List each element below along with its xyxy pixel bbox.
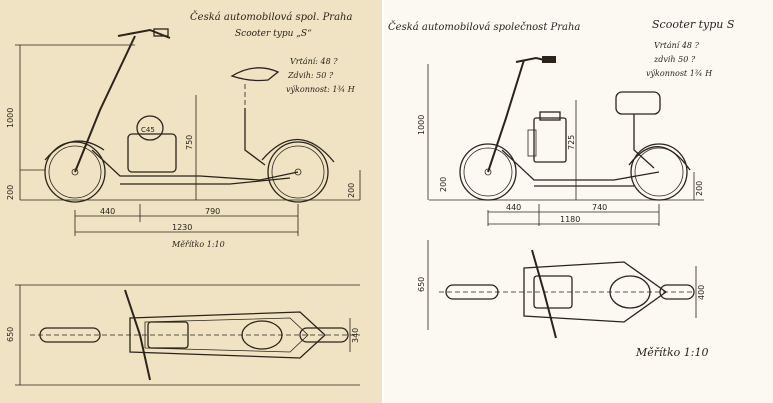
left-spec-stroke: Zdvih: 50 ? [287, 71, 334, 80]
left-title-line1: Česká automobilová spol. Praha [190, 11, 352, 23]
left-plan-handlebar [124, 289, 151, 381]
left-steering-column [74, 35, 136, 173]
right-scale-note: Měřítko 1:10 [635, 346, 708, 359]
left-dim-wheelbase: 1230 [172, 223, 192, 232]
left-handlebar [117, 28, 171, 39]
left-drawing-sheet: Česká automobilová spol. Praha Scooter t… [0, 0, 382, 403]
right-dim-rear: 740 [592, 203, 607, 212]
left-frame [91, 149, 299, 181]
left-plan-deck [129, 311, 326, 359]
left-engine-label: C45 [141, 126, 155, 134]
left-dim-ground-left: 200 [6, 185, 15, 200]
left-dim-front: 440 [100, 207, 115, 216]
right-seat-post [633, 114, 655, 169]
left-seat [230, 67, 280, 82]
left-dim-rear-width: 340 [351, 328, 360, 343]
right-dim-wheelbase: 1180 [560, 215, 580, 224]
left-front-wheel [44, 141, 106, 203]
left-spec-bore: Vrtání: 48 ? [290, 57, 338, 66]
right-drawing-sheet: Česká automobilová společnost Praha Scoo… [384, 0, 773, 403]
left-plan-seat [241, 320, 283, 350]
left-engine-block [127, 133, 177, 173]
right-plan-deck [523, 261, 668, 323]
left-rear-mudguard [261, 138, 335, 163]
left-dim-ground-right: 200 [347, 183, 356, 198]
left-scale-note: Měřítko 1:10 [171, 240, 225, 249]
right-front-wheel [459, 143, 517, 201]
right-dim-mid: 725 [567, 135, 576, 150]
right-rear-wheel [630, 143, 688, 201]
right-dim-front: 440 [506, 203, 521, 212]
right-model: Scooter typu S [652, 18, 735, 31]
left-plan-engine [147, 321, 189, 349]
left-spec-power: výkonnost: 1¾ H [286, 85, 356, 94]
right-dim-width: 650 [417, 277, 426, 292]
right-title: Česká automobilová společnost Praha [388, 21, 580, 33]
right-spec-bore: Vrtání 48 ? [654, 41, 700, 50]
left-technical-drawing: Česká automobilová spol. Praha Scooter t… [6, 11, 361, 386]
left-dim-width: 650 [6, 327, 15, 342]
left-fuel-tank [136, 115, 164, 141]
right-engine-block [533, 117, 567, 163]
right-dim-height-total: 1000 [417, 115, 426, 135]
right-spec-power: výkonnost 1¾ H [646, 69, 713, 78]
right-plan-seat [609, 275, 651, 309]
right-spec-stroke: zdvih 50 ? [653, 55, 696, 64]
right-dim-ground-right: 200 [695, 181, 704, 196]
right-technical-drawing: Česká automobilová společnost Praha Scoo… [388, 18, 735, 359]
left-title-line2: Scooter typu „S“ [235, 28, 312, 39]
left-dim-rear: 790 [205, 207, 220, 216]
right-rear-mudguard [628, 146, 691, 171]
right-plan-engine [533, 275, 573, 309]
left-dim-mid: 750 [185, 135, 194, 150]
right-plan-handlebar [531, 249, 557, 339]
right-steering-column [487, 59, 525, 173]
right-fuel-cap [539, 111, 561, 121]
left-plan-rear-wheel [299, 327, 349, 343]
right-frame [501, 149, 660, 181]
right-dim-ground-left: 200 [439, 177, 448, 192]
left-rear-wheel [267, 141, 329, 203]
left-plan-front-wheel [39, 327, 101, 343]
right-plan-front-wheel [445, 284, 499, 300]
right-plan-rear-wheel [659, 284, 695, 300]
left-seat-post [244, 108, 266, 166]
right-dim-rear-width: 400 [697, 285, 706, 300]
left-dim-height-total: 1000 [6, 108, 15, 128]
right-seat [615, 91, 661, 115]
